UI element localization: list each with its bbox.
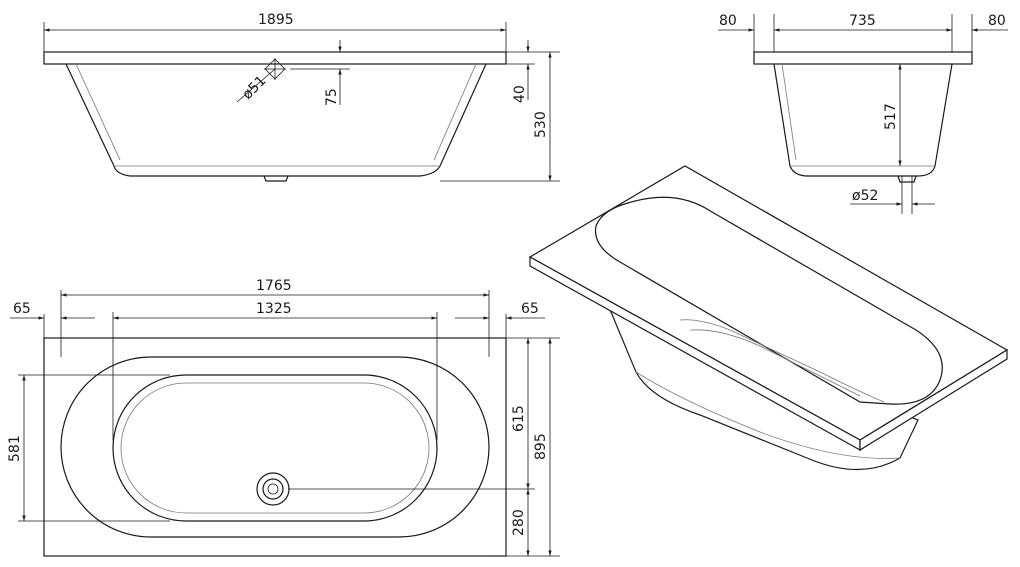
plan-inner-width-label: 581 bbox=[7, 435, 23, 462]
end-inner-line-left bbox=[781, 63, 797, 161]
plan-inner-bottom bbox=[120, 382, 430, 514]
iso-bowl-floor-line bbox=[679, 319, 885, 403]
end-drain-dia-label: ø52 bbox=[852, 188, 878, 204]
plan-drain-offset-label: 280 bbox=[511, 509, 527, 536]
end-depth-label: 517 bbox=[883, 103, 899, 130]
side-inner-line-left bbox=[75, 63, 121, 161]
plan-outer-rim bbox=[43, 337, 507, 557]
side-rim-thickness-label: 40 bbox=[512, 85, 528, 103]
side-view: ø51 75 1895 40 530 bbox=[43, 12, 560, 182]
plan-total-width-label: 895 bbox=[533, 433, 549, 460]
end-drain-stub bbox=[897, 175, 917, 183]
side-overflow-leader bbox=[236, 68, 276, 103]
plan-inner-length-label: 1325 bbox=[256, 301, 292, 317]
end-view: 80 735 80 517 ø52 bbox=[718, 13, 1008, 214]
side-drain-stub bbox=[263, 175, 289, 182]
end-left-rim-label: 80 bbox=[719, 13, 737, 29]
iso-bowl-floor-line-2 bbox=[689, 329, 861, 397]
plan-outer-width-label: 615 bbox=[511, 405, 527, 432]
plan-left-rim-label: 65 bbox=[13, 301, 31, 317]
side-overflow-height-label: 75 bbox=[324, 88, 340, 106]
plan-right-rim-label: 65 bbox=[521, 301, 539, 317]
end-rim bbox=[753, 51, 973, 65]
plan-outer-bowl bbox=[60, 356, 490, 538]
end-width-label: 735 bbox=[849, 13, 876, 29]
side-length-label: 1895 bbox=[258, 12, 294, 28]
side-inner-line-right bbox=[433, 63, 477, 161]
iso-side-edge bbox=[859, 348, 1008, 452]
plan-outer-length-label: 1765 bbox=[256, 278, 292, 294]
iso-bowl-opening bbox=[594, 196, 943, 405]
side-height-label: 530 bbox=[533, 111, 549, 138]
iso-body-shade-line bbox=[635, 371, 901, 459]
side-body-outline bbox=[65, 63, 487, 177]
isometric-view bbox=[528, 165, 1009, 471]
end-body-outline bbox=[773, 63, 953, 177]
end-right-rim-label: 80 bbox=[988, 13, 1006, 29]
plan-drain-icon bbox=[256, 472, 290, 506]
plan-view: 1765 1325 65 65 581 615 280 895 bbox=[7, 278, 560, 557]
plan-inner-bowl bbox=[112, 374, 438, 522]
